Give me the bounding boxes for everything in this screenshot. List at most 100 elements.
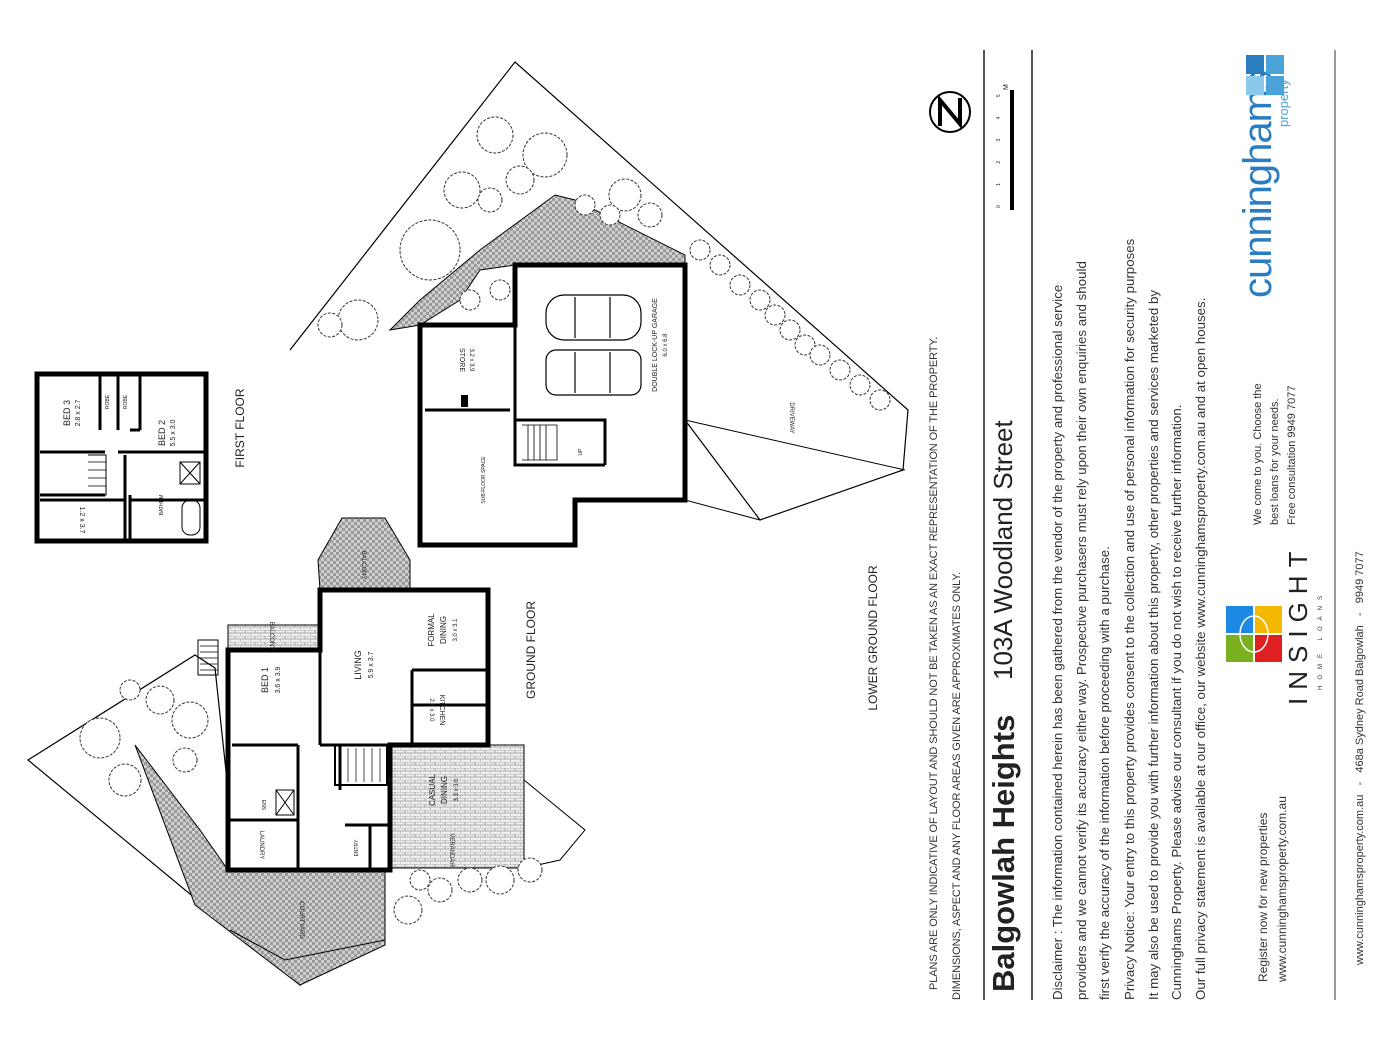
room-bed3: BED 3: [62, 400, 72, 426]
scale-tick: 4: [996, 116, 1002, 120]
tree-icon: [337, 299, 379, 341]
floor-label-ground: GROUND FLOOR: [524, 601, 538, 699]
tree-icon: [829, 359, 851, 381]
room-garage: DOUBLE LOCK-UP GARAGE: [652, 298, 659, 392]
courtyard: COURTYARD: [298, 901, 304, 939]
room-living: LIVING: [353, 650, 363, 680]
tree-icon: [79, 717, 121, 759]
tree-icon: [489, 279, 511, 301]
sub-floor-space: SUB-FLOOR SPACE: [481, 456, 487, 504]
laundry: LAUNDRY: [258, 831, 264, 860]
insight-sub: HOME LOANS: [1318, 589, 1324, 690]
room-first-study-size: 1.2 x 3.7: [78, 507, 85, 534]
tree-icon: [749, 289, 771, 311]
privacy-line: It may also be used to provide you with …: [1145, 289, 1161, 1000]
insight-logo: [1226, 606, 1282, 662]
disclaimer: Disclaimer : The information contained h…: [1046, 261, 1117, 1000]
scale-tick: 0: [996, 205, 1002, 208]
verandah: VERANDAH: [448, 833, 454, 866]
tree-icon: [522, 132, 568, 178]
tree-icon: [477, 187, 503, 213]
room-living-size: 5.9 x 3.7: [368, 651, 375, 678]
first-floor-plan: [34, 371, 209, 544]
north-arrow-icon: [929, 91, 971, 133]
tree-icon: [476, 116, 514, 154]
privacy-line: Cunninghams Property. Please advise our …: [1169, 404, 1184, 1000]
room-bed1: BED 1: [260, 667, 270, 693]
driveway: DRIVEWAY: [788, 402, 794, 433]
tree-icon: [505, 165, 535, 195]
register-text: Register now for new properties: [1256, 812, 1270, 982]
tree-icon: [457, 867, 483, 893]
bathroom-first: BATHRM: [159, 495, 165, 516]
room-casual-dining-size: 3.3 x 3.0: [454, 778, 460, 802]
tree-icon: [119, 679, 141, 701]
scale-tick: 5: [996, 94, 1002, 98]
tree-icon: [729, 274, 751, 296]
scale-tick: 1: [996, 183, 1002, 186]
entry: ENTRY: [354, 839, 360, 857]
room-labels: FIRST FLOOR GROUND FLOOR LOWER GROUND FL…: [62, 298, 880, 940]
room-store-size: 3.2 x 3.9: [468, 348, 474, 372]
footer-divider: [1334, 50, 1336, 1000]
loans-block: We come to you. Choose the best loans fo…: [1250, 383, 1301, 525]
contact-line: www.cunninghamsproperty.com.au - 468a Sy…: [1354, 551, 1366, 965]
stair-up: UP: [388, 776, 394, 784]
layout-notice-line-2: DIMENSIONS, ASPECT AND ANY FLOOR AREAS G…: [951, 571, 963, 1000]
cunninghams-brand: cunninghams: [1236, 71, 1280, 298]
room-store: STORE: [458, 348, 465, 372]
room-casual-dining: CASUAL: [428, 773, 437, 806]
room-bed1-size: 3.6 x 3.9: [275, 666, 282, 693]
tree-icon: [794, 334, 816, 356]
scale-bar: [1010, 90, 1014, 210]
landscaping-trees: [79, 116, 891, 925]
room-bed2-size: 5.5 x 3.0: [170, 419, 177, 446]
tree-icon: [459, 289, 481, 311]
tree-icon: [399, 219, 461, 281]
room-bed3-size: 2.8 x 2.7: [75, 399, 82, 426]
tree-icon: [443, 171, 481, 209]
tree-icon: [779, 319, 801, 341]
suburb-title: Balgowlah Heights: [986, 714, 1021, 992]
layout-notice-line-1: PLANS ARE ONLY INDICATIVE OF LAYOUT AND …: [928, 336, 940, 990]
tree-icon: [171, 701, 209, 739]
tree-icon: [317, 312, 343, 338]
ground-floor-plan: [26, 517, 586, 987]
room-formal-dining: FORMAL: [427, 613, 436, 647]
privacy-line: Our full privacy statement is available …: [1192, 297, 1208, 1000]
tree-icon: [689, 239, 711, 261]
cunninghams-logo: [1246, 55, 1284, 95]
tree-icon: [709, 254, 731, 276]
room-bed2: BED 2: [157, 420, 167, 446]
loans-line: We come to you. Choose the: [1252, 383, 1264, 525]
room-casual-dining-2: DINING: [440, 776, 449, 804]
address-title: 103A Woodland Street: [988, 420, 1018, 680]
scale-ticks: 0 1 2 3 4 5: [996, 94, 1002, 208]
room-kitchen-size: 2.8 x 3.0: [428, 698, 434, 722]
privacy-line: Privacy Notice: Your entry to this prope…: [1122, 238, 1137, 1000]
tree-icon: [145, 685, 175, 715]
tree-icon: [517, 857, 543, 883]
robe-2: ROBE: [123, 394, 129, 409]
scale-unit: M: [1003, 84, 1010, 90]
room-kitchen: KITCHEN: [438, 695, 445, 726]
insight-name: INSIGHT: [1283, 543, 1313, 705]
disclaimer-line: first verify the accuracy of the informa…: [1097, 546, 1112, 1000]
privacy-notice: Privacy Notice: Your entry to this prope…: [1118, 239, 1212, 1000]
register-link[interactable]: www.cunninghamsproperty.com.au: [1275, 796, 1289, 982]
loans-line: Free consultation 9949 7077: [1286, 385, 1298, 525]
tree-icon: [574, 194, 596, 216]
tree-icon: [427, 877, 453, 903]
room-formal-dining-2: DINING: [439, 616, 448, 644]
tree-icon: [637, 202, 663, 228]
stair-up-lower: UP: [578, 448, 584, 456]
tree-icon: [764, 304, 786, 326]
lower-ground-floor-plan: [289, 61, 909, 548]
tree-icon: [409, 869, 431, 891]
register-block: Register now for new properties www.cunn…: [1254, 796, 1292, 982]
ensuite: ENS: [260, 800, 266, 811]
floor-label-first: FIRST FLOOR: [233, 388, 247, 467]
tree-icon: [599, 204, 621, 226]
